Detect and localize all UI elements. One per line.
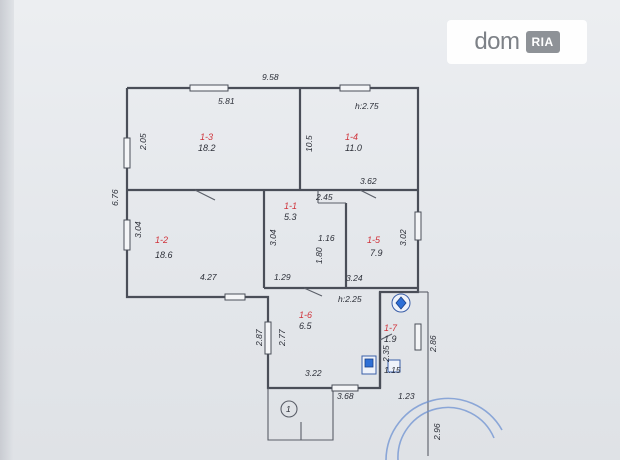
photo-edge [0,0,14,460]
dim-r16-height-inner: 2.77 [277,329,287,347]
dim-r16-width: 3.22 [305,368,322,378]
room-1-1-number: 1-1 [284,201,297,211]
dim-right-height: 2.86 [428,335,438,353]
dim-r16-height-left: 2.87 [254,329,264,347]
room-1-7-number: 1-7 [384,323,398,333]
windows [123,84,422,392]
dim-r12-height: 3.04 [133,221,143,238]
dim-r15-width: 3.24 [346,273,363,283]
ceiling-height-1-6: h:2.25 [338,294,362,304]
overall-width: 9.58 [262,72,279,82]
interior-walls [127,88,418,388]
dim-r12-width: 4.27 [200,272,217,282]
dim-r11-bottom: 1.29 [274,272,291,282]
room-1-7-area: 1.9 [384,334,397,344]
dim-porch-depth: 2.96 [432,423,442,441]
room-1-6-area: 6.5 [299,321,313,331]
dim-r15-height: 3.02 [398,229,408,246]
dim-r17-small: 1.15 [384,365,401,375]
bathroom-fixtures [361,293,411,375]
porch-label: 1 [286,404,291,414]
room-1-3-number: 1-3 [200,132,213,142]
room-1-4-area: 11.0 [345,143,362,153]
room-1-5-number: 1-5 [367,235,381,245]
dim-bottom-width: 3.68 [337,391,354,401]
dim-r11-step: 1.80 [314,247,324,264]
watermark-badge: RIA [525,31,560,53]
room-1-3-area: 18.2 [198,143,216,153]
dim-r11-inner: 1.16 [318,233,335,243]
dim-r14-height: 10.5 [304,135,314,152]
dim-r11-width: 2.45 [315,192,333,202]
room-1-2-area: 18.6 [155,250,173,260]
dim-r13-height: 2.05 [138,133,148,151]
overall-height: 6.76 [110,189,120,206]
room-1-1-area: 5.3 [284,212,297,222]
room-1-2-number: 1-2 [155,235,168,245]
porch-marker [280,400,302,440]
dim-r14-width: 3.62 [360,176,377,186]
room-1-6-number: 1-6 [299,310,312,320]
dim-r17-height: 2.35 [381,345,391,363]
dom-ria-watermark: dom RIA [447,20,587,64]
watermark-brand: dom [474,28,520,55]
ceiling-height-1-4: h:2.75 [355,101,379,111]
room-1-4-number: 1-4 [345,132,358,142]
dim-r11-height: 3.04 [268,229,278,246]
doors [194,189,393,341]
dim-r13-width: 5.81 [218,96,235,106]
dim-bottom-right: 1.23 [398,391,415,401]
room-1-5-area: 7.9 [370,248,383,258]
official-stamp [385,397,503,460]
